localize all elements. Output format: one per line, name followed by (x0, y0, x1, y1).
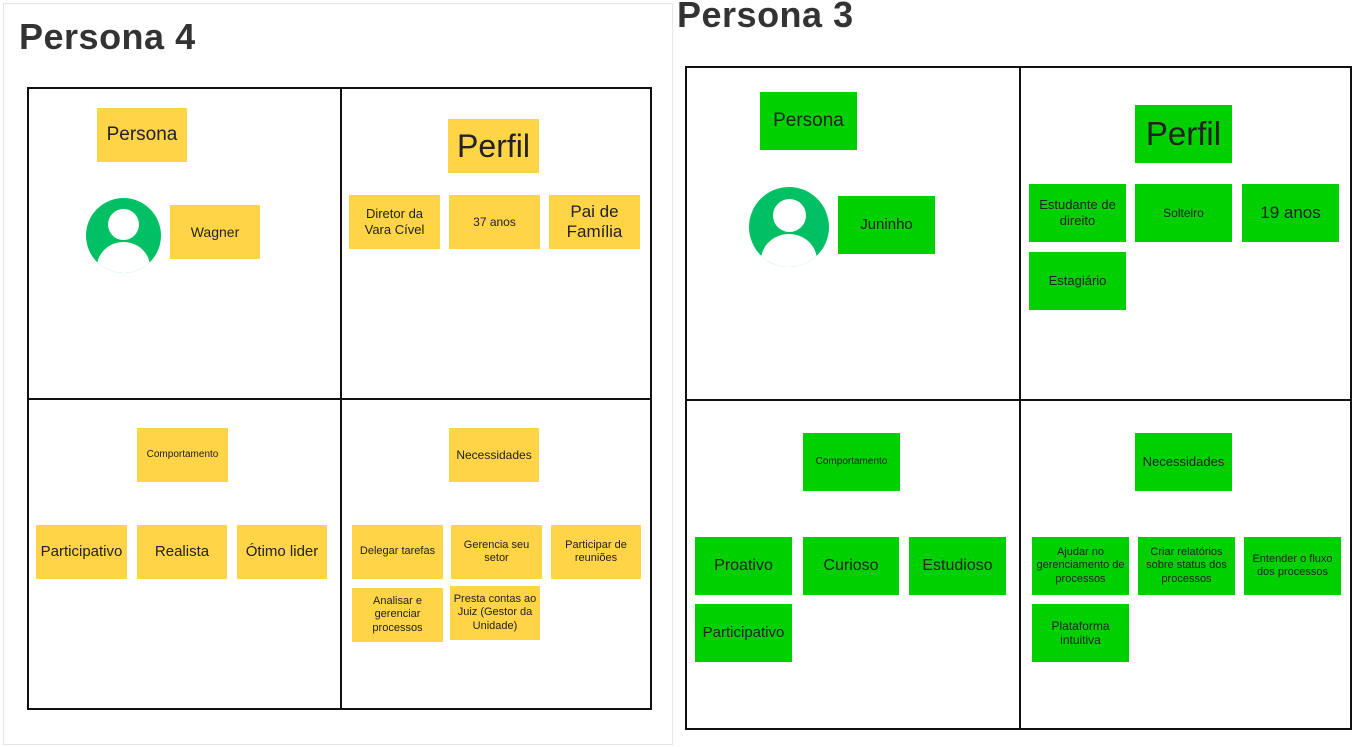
comportamento-label-note[interactable]: Comportamento (137, 428, 228, 482)
persona-label-note[interactable]: Persona (760, 92, 857, 150)
user-avatar-icon (749, 187, 829, 267)
necessidades-note[interactable]: Gerencia seu setor (451, 525, 542, 579)
necessidades-note[interactable]: Analisar e gerenciar processos (352, 588, 443, 642)
comportamento-note[interactable]: Curioso (803, 537, 899, 595)
necessidades-note[interactable]: Delegar tarefas (352, 525, 443, 579)
perfil-note[interactable]: 19 anos (1242, 184, 1339, 242)
perfil-note[interactable]: Estudante de direito (1029, 184, 1126, 242)
comportamento-note[interactable]: Proativo (695, 537, 792, 595)
board-divider-horizontal (687, 399, 1350, 401)
comportamento-note[interactable]: Participativo (36, 525, 127, 579)
board-divider-horizontal (29, 398, 650, 400)
necessidades-note[interactable]: Participar de reuniões (551, 525, 641, 579)
persona-name-note[interactable]: Wagner (170, 205, 260, 259)
board-divider-vertical (1019, 68, 1021, 728)
necessidades-note[interactable]: Criar relatórios sobre status dos proces… (1138, 537, 1235, 595)
necessidades-note[interactable]: Ajudar no gerenciamento de processos (1032, 537, 1129, 595)
perfil-label-note[interactable]: Perfil (1135, 105, 1232, 163)
comportamento-label-note[interactable]: Comportamento (803, 433, 900, 491)
perfil-note[interactable]: Pai de Família (549, 195, 640, 249)
user-avatar-icon (86, 198, 161, 273)
necessidades-note[interactable]: Entender o fluxo dos processos (1244, 537, 1341, 595)
comportamento-note[interactable]: Participativo (695, 604, 792, 662)
necessidades-note[interactable]: Presta contas ao Juiz (Gestor da Unidade… (450, 586, 540, 640)
persona-3-title: Persona 3 (677, 0, 854, 35)
necessidades-note[interactable]: Plataforma intuitiva (1032, 604, 1129, 662)
perfil-note[interactable]: Solteiro (1135, 184, 1232, 242)
persona-label-note[interactable]: Persona (97, 108, 187, 162)
perfil-note[interactable]: Diretor da Vara Cível (349, 195, 440, 249)
necessidades-label-note[interactable]: Necessidades (449, 428, 539, 482)
perfil-note[interactable]: Estagiário (1029, 252, 1126, 310)
perfil-note[interactable]: 37 anos (449, 195, 540, 249)
persona-4-board (27, 87, 652, 710)
persona-4-title: Persona 4 (19, 16, 196, 57)
perfil-label-note[interactable]: Perfil (448, 119, 539, 173)
comportamento-note[interactable]: Realista (137, 525, 227, 579)
persona-name-note[interactable]: Juninho (838, 196, 935, 254)
comportamento-note[interactable]: Estudioso (909, 537, 1006, 595)
necessidades-label-note[interactable]: Necessidades (1135, 433, 1232, 491)
comportamento-note[interactable]: Ótimo lider (237, 525, 327, 579)
persona-3-board (685, 66, 1352, 730)
